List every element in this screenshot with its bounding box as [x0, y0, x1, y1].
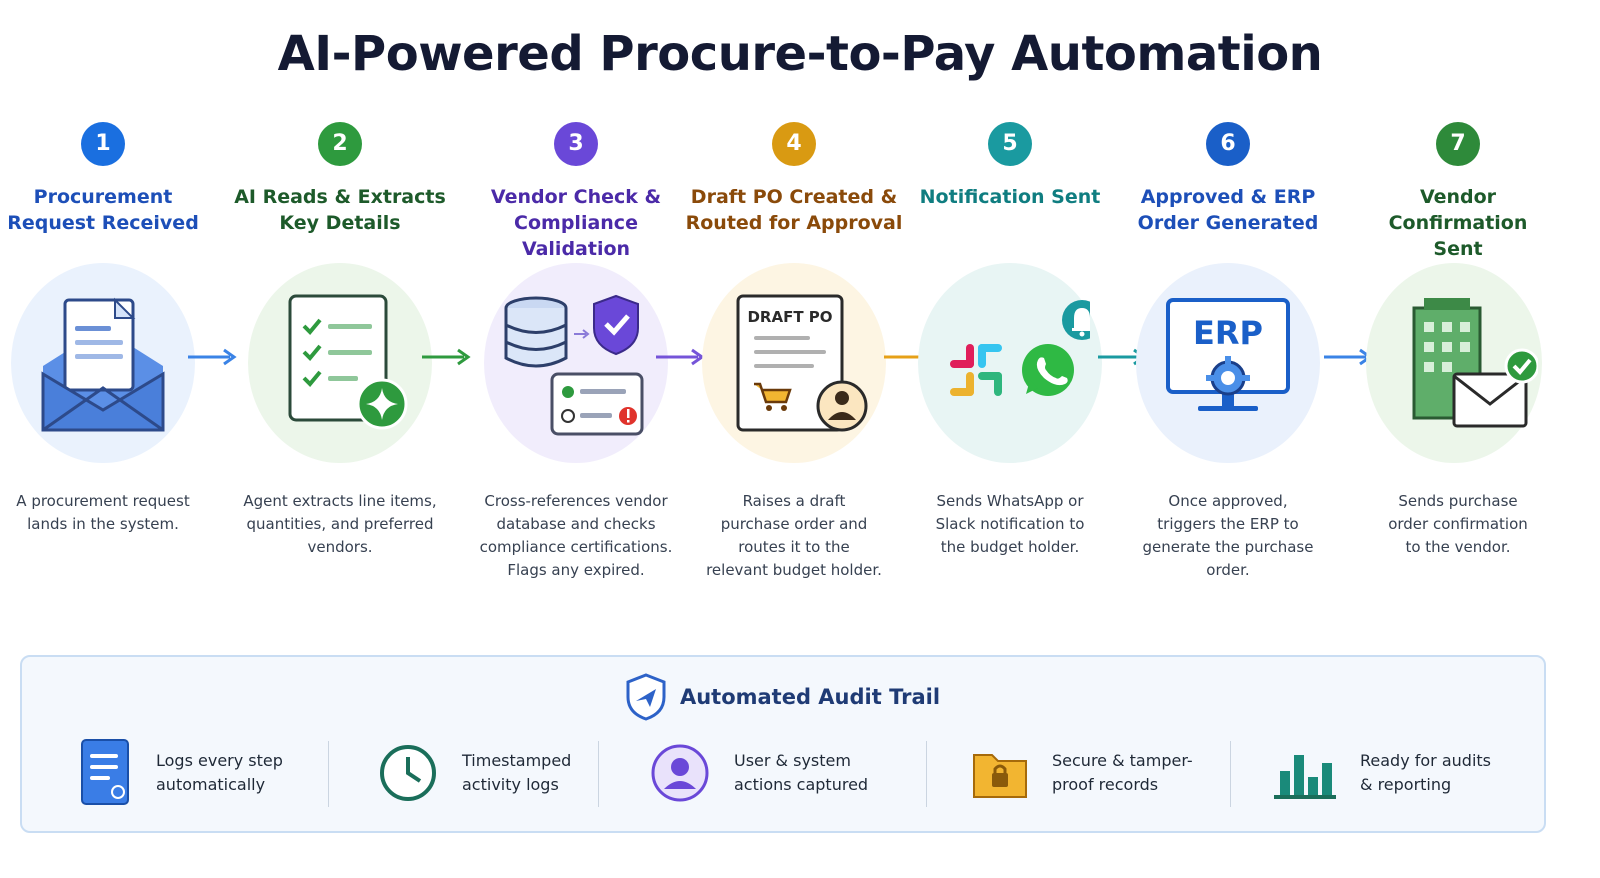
- shield-plane-icon: [626, 673, 666, 721]
- audit-feature-actions: User & system actions captured: [650, 735, 884, 811]
- chat-notification-icon: [950, 300, 1090, 396]
- whatsapp-icon: [1022, 344, 1074, 396]
- draft-po-document-icon: DRAFT PO: [736, 294, 868, 432]
- audit-feature-secure: Secure & tamper- proof records: [972, 735, 1202, 811]
- flow-arrow: [188, 348, 237, 366]
- step-title: Vendor Confirmation Sent: [1388, 186, 1528, 260]
- step-description: Sends WhatsApp or Slack notification to …: [935, 492, 1085, 556]
- step-title: Approved & ERP Order Generated: [1137, 186, 1319, 234]
- slack-icon: [950, 344, 1002, 396]
- page-title: AI-Powered Procure-to-Pay Automation: [277, 26, 1323, 82]
- divider: [598, 741, 599, 807]
- step-title: Procurement Request Received: [7, 186, 199, 234]
- audit-feature-text: Secure & tamper- proof records: [1052, 751, 1193, 794]
- flow-arrow: [656, 348, 705, 366]
- envelope-document-icon: [41, 297, 165, 432]
- step-description: Raises a draft purchase order and routes…: [706, 492, 882, 579]
- checklist-sparkle-icon: [288, 294, 408, 430]
- audit-feature-timestamps: Timestamped activity logs: [378, 735, 612, 811]
- audit-feature-text: User & system actions captured: [734, 751, 869, 794]
- step-description: Sends purchase order confirmation to the…: [1388, 492, 1528, 556]
- locked-folder-icon: [973, 754, 1027, 798]
- step-badge: 6: [1206, 122, 1250, 166]
- step-title: AI Reads & Extracts Key Details: [234, 186, 446, 234]
- step-badge: 4: [772, 122, 816, 166]
- svg-text:ERP: ERP: [1193, 314, 1263, 352]
- divider: [328, 741, 329, 807]
- audit-header: Automated Audit Trail: [22, 673, 1544, 721]
- audit-feature-reporting: Ready for audits & reporting: [1274, 735, 1510, 811]
- audit-feature-text: Ready for audits & reporting: [1360, 751, 1491, 794]
- database-shield-icon: [504, 294, 644, 436]
- svg-text:DRAFT PO: DRAFT PO: [747, 308, 832, 326]
- step-badge: 1: [81, 122, 125, 166]
- audit-trail-panel: Automated Audit Trail Logs every step au…: [20, 655, 1546, 833]
- step-badge: 2: [318, 122, 362, 166]
- audit-feature-text: Logs every step automatically: [156, 751, 283, 794]
- clock-icon: [380, 745, 436, 801]
- divider: [926, 741, 927, 807]
- step-description: A procurement request lands in the syste…: [16, 492, 190, 533]
- audit-feature-text: Timestamped activity logs: [462, 751, 572, 794]
- step-badge: 3: [554, 122, 598, 166]
- step-badge: 5: [988, 122, 1032, 166]
- step-title: Draft PO Created & Routed for Approval: [685, 186, 903, 234]
- erp-monitor-icon: ERP: [1166, 298, 1290, 411]
- step-title: Vendor Check & Compliance Validation: [490, 186, 662, 260]
- audit-feature-logs: Logs every step automatically: [80, 735, 306, 811]
- audit-title: Automated Audit Trail: [679, 685, 941, 709]
- step-description: Cross-references vendor database and che…: [479, 492, 673, 579]
- user-icon: [651, 744, 709, 802]
- step-badge: 7: [1436, 122, 1480, 166]
- bar-chart-icon: [1274, 755, 1336, 799]
- log-document-icon: [81, 739, 129, 805]
- building-mail-icon: [1412, 298, 1538, 428]
- flow-arrow: [422, 348, 471, 366]
- step-description: Agent extracts line items, quantities, a…: [243, 492, 437, 556]
- step-description: Once approved, triggers the ERP to gener…: [1142, 492, 1314, 579]
- divider: [1230, 741, 1231, 807]
- step-title: Notification Sent: [919, 186, 1101, 208]
